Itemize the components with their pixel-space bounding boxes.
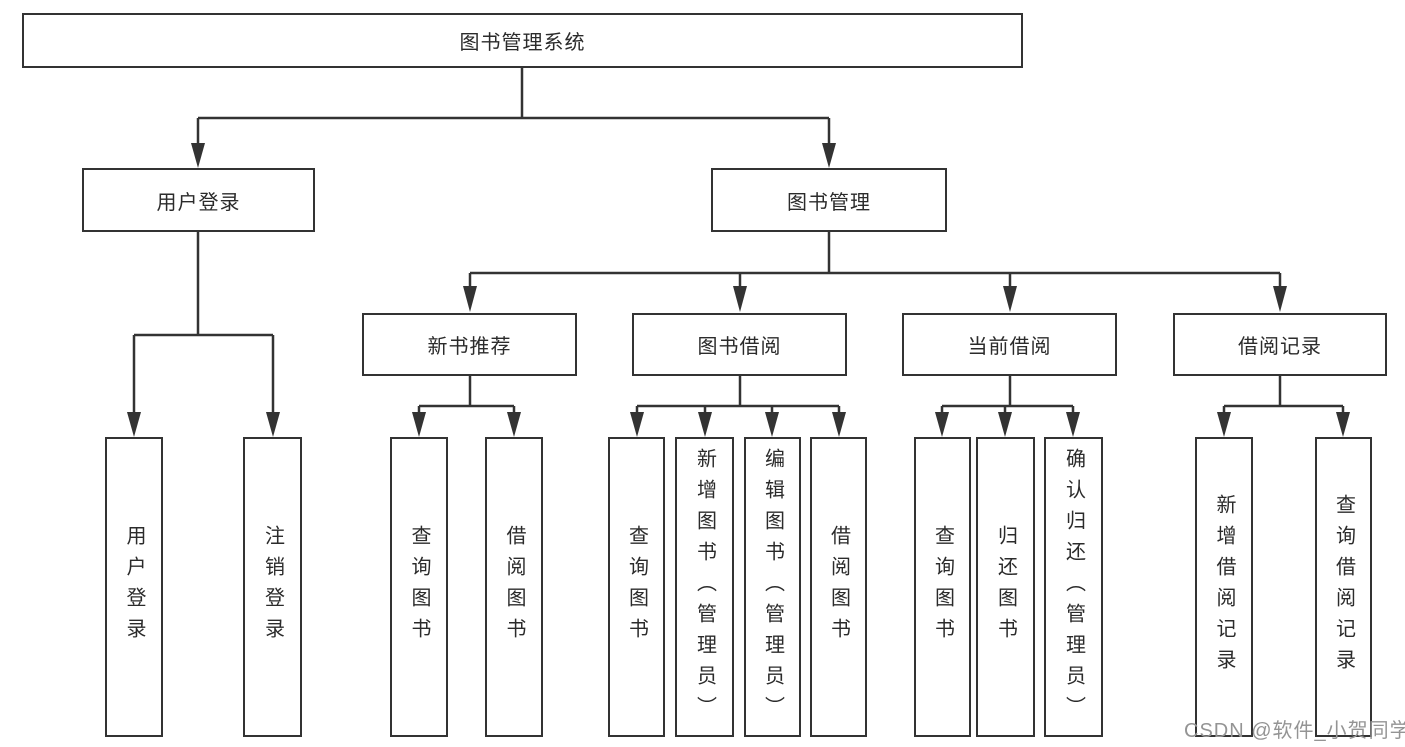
leaf-label: 新增借阅记录	[1213, 494, 1235, 680]
node-label: 借阅记录	[1238, 336, 1322, 358]
leaf-label: 借阅图书	[827, 525, 850, 649]
arrowhead	[127, 412, 141, 437]
arrowhead	[463, 286, 477, 312]
arrowhead	[765, 412, 779, 437]
arrowhead	[507, 412, 521, 437]
arrowhead	[1003, 286, 1017, 312]
csdn-watermark: CSDN @软件_小贺同学	[1184, 720, 1405, 742]
arrowhead	[266, 412, 280, 437]
leaf-label: 查询图书	[625, 525, 648, 649]
leaf-label: 编辑图书（管理员）	[761, 447, 784, 727]
leaf-label: 查询借阅记录	[1332, 494, 1355, 680]
connector-book-management-children	[463, 232, 1287, 312]
arrowhead	[832, 412, 846, 437]
arrowhead	[1066, 412, 1080, 437]
node-label: 当前借阅	[967, 336, 1052, 358]
leaf-records-add: 新增借阅记录	[1195, 437, 1253, 737]
leaf-borrow-borrow: 借阅图书	[810, 437, 867, 737]
leaf-borrow-edit-admin: 编辑图书（管理员）	[744, 437, 801, 737]
leaf-current-query: 查询图书	[914, 437, 971, 737]
leaf-new-books-query: 查询图书	[390, 437, 448, 737]
arrowhead	[822, 143, 836, 168]
leaf-new-books-borrow: 借阅图书	[485, 437, 543, 737]
connector-records-children	[1217, 375, 1350, 437]
leaf-records-query: 查询借阅记录	[1315, 437, 1372, 737]
arrowhead	[191, 143, 205, 168]
node-new-book-recommend: 新书推荐	[362, 313, 577, 376]
connector-current-borrow-children	[935, 375, 1080, 437]
node-label: 用户登录	[156, 191, 241, 214]
node-label: 图书管理	[787, 191, 871, 214]
node-borrow-records: 借阅记录	[1173, 313, 1387, 376]
node-label: 图书借阅	[697, 336, 782, 358]
leaf-label: 查询图书	[408, 525, 430, 649]
arrowhead	[935, 412, 949, 437]
node-user-login: 用户登录	[82, 168, 315, 232]
node-label: 新书推荐	[427, 336, 512, 358]
leaf-label: 新增图书（管理员）	[693, 447, 716, 727]
connector-user-login-children	[127, 232, 280, 437]
leaf-label: 查询图书	[931, 525, 954, 649]
arrowhead	[1217, 412, 1231, 437]
connector-new-books-children	[412, 375, 521, 437]
arrowhead	[412, 412, 426, 437]
arrowhead	[630, 412, 644, 437]
leaf-logout: 注销登录	[243, 437, 302, 737]
leaf-label: 用户登录	[123, 525, 145, 649]
node-root-system: 图书管理系统	[22, 13, 1023, 68]
arrowhead	[1336, 412, 1350, 437]
arrowhead	[733, 286, 747, 312]
connector-book-borrow-children	[630, 375, 846, 437]
leaf-borrow-add-admin: 新增图书（管理员）	[675, 437, 734, 737]
arrowhead	[1273, 286, 1287, 312]
leaf-label: 确认归还（管理员）	[1062, 447, 1085, 727]
leaf-label: 借阅图书	[503, 525, 525, 649]
leaf-current-return: 归还图书	[976, 437, 1035, 737]
leaf-borrow-query: 查询图书	[608, 437, 665, 737]
leaf-label: 注销登录	[261, 525, 284, 649]
leaf-current-confirm-admin: 确认归还（管理员）	[1044, 437, 1103, 737]
arrowhead	[998, 412, 1012, 437]
node-book-management: 图书管理	[711, 168, 947, 232]
leaf-user-login: 用户登录	[105, 437, 163, 737]
arrowhead	[698, 412, 712, 437]
node-current-borrow: 当前借阅	[902, 313, 1117, 376]
node-book-borrow: 图书借阅	[632, 313, 847, 376]
connector-root-to-level2	[191, 68, 836, 168]
leaf-label: 归还图书	[994, 525, 1017, 649]
node-label: 图书管理系统	[459, 32, 586, 54]
